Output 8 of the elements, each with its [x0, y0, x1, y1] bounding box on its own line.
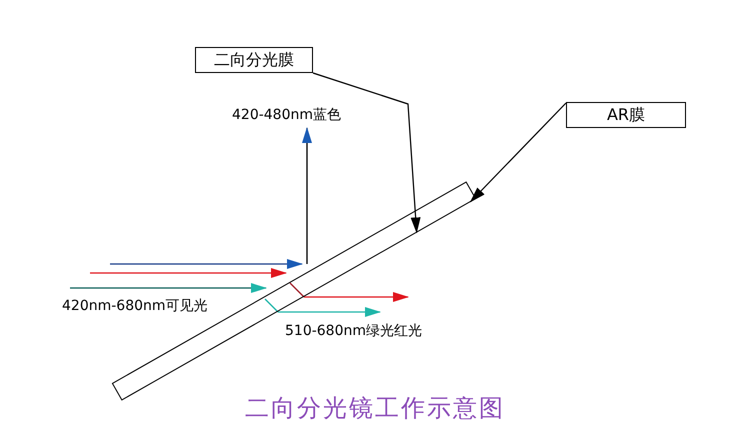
- label-box: 二向分光膜: [195, 47, 313, 73]
- leader-line: [470, 102, 566, 202]
- wavelength-label: 420nm-680nm可见光: [62, 297, 208, 315]
- wavelength-label: 510-680nm绿光红光: [285, 322, 422, 340]
- label-box: AR膜: [566, 102, 686, 128]
- wavelength-label: 420-480nm蓝色: [232, 106, 342, 124]
- caption: 二向分光镜工作示意图: [244, 393, 506, 424]
- leader-line: [312, 72, 421, 234]
